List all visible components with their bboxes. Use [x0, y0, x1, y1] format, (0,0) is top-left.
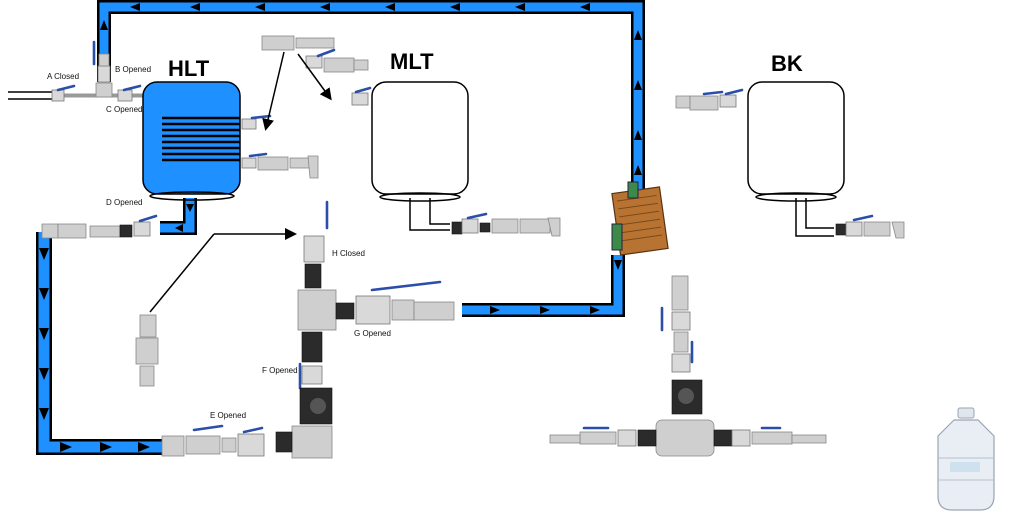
hlt-coil-valve[interactable]	[241, 114, 272, 130]
plate-chiller-icon	[611, 181, 669, 256]
arrow-icon	[634, 165, 642, 175]
arrow-icon	[580, 3, 590, 11]
valve-e[interactable]: E Opened	[161, 411, 265, 457]
arrow-icon	[39, 408, 49, 420]
arrow-icon	[634, 30, 642, 40]
arrow-icon	[320, 3, 330, 11]
bk-inlet-valve-assembly[interactable]	[675, 88, 744, 111]
arrow-icon	[39, 368, 49, 380]
bk-vessel: BK	[747, 51, 845, 237]
check-valve-lower	[275, 387, 333, 459]
arrow-icon	[450, 3, 460, 11]
valve-c-label: C Opened	[106, 105, 142, 114]
mlt-inlet-valve[interactable]	[351, 86, 372, 106]
valve-e-label: E Opened	[210, 411, 246, 420]
valve-a-label: A Closed	[47, 72, 79, 81]
valve-f-label: F Opened	[262, 366, 298, 375]
valve-d-label: D Opened	[106, 198, 142, 207]
arrow-icon	[100, 442, 112, 452]
hlt-vessel: HLT	[142, 56, 241, 201]
arrow-icon	[60, 442, 72, 452]
arrow-icon	[39, 248, 49, 260]
mlt-outlet-valve-assembly[interactable]	[451, 212, 561, 237]
valve-h-label: H Closed	[332, 249, 365, 258]
arrow-icon	[39, 328, 49, 340]
arrow-icon	[490, 306, 500, 314]
arrow-icon	[100, 20, 108, 30]
valve-a[interactable]: A Closed	[47, 72, 79, 102]
bk-label: BK	[771, 51, 803, 76]
floating-camlock-top	[261, 35, 369, 73]
arrow-icon	[634, 130, 642, 140]
arrow-icon	[138, 442, 150, 452]
valve-b-label: B Opened	[115, 65, 151, 74]
mlt-vessel: MLT	[371, 49, 469, 231]
valve-f[interactable]: F Opened	[262, 362, 323, 390]
heating-coil	[162, 116, 240, 162]
mlt-label: MLT	[390, 49, 434, 74]
arrow-icon	[385, 3, 395, 11]
arrow-icon	[175, 224, 183, 232]
arrow-icon	[540, 306, 550, 314]
hlt-label: HLT	[168, 56, 210, 81]
hlt-lower-valve-assembly[interactable]	[241, 152, 319, 179]
arrow-icon	[590, 306, 600, 314]
arrow-icon	[614, 260, 622, 270]
arrow-icon	[130, 3, 140, 11]
bk-outlet-valve-assembly[interactable]	[835, 214, 905, 239]
valve-d[interactable]: D Opened	[41, 198, 158, 239]
valve-g-label: G Opened	[354, 329, 391, 338]
water-carboy-icon	[937, 407, 995, 511]
valve-h[interactable]: H Closed	[303, 200, 365, 289]
center-tee	[297, 289, 355, 363]
arrow-icon	[39, 288, 49, 300]
valve-c[interactable]: C Opened	[106, 84, 142, 114]
arrow-icon	[186, 204, 194, 212]
arrow-icon	[515, 3, 525, 11]
flow-arrow-icons	[39, 3, 642, 452]
arrow-icon	[190, 3, 200, 11]
loose-camlock-assembly	[135, 314, 159, 387]
arrow-icon	[634, 80, 642, 90]
right-manifold[interactable]	[549, 275, 827, 457]
valve-b[interactable]: B Opened	[92, 40, 151, 98]
valve-g[interactable]: G Opened	[354, 280, 455, 338]
arrow-icon	[255, 3, 265, 11]
